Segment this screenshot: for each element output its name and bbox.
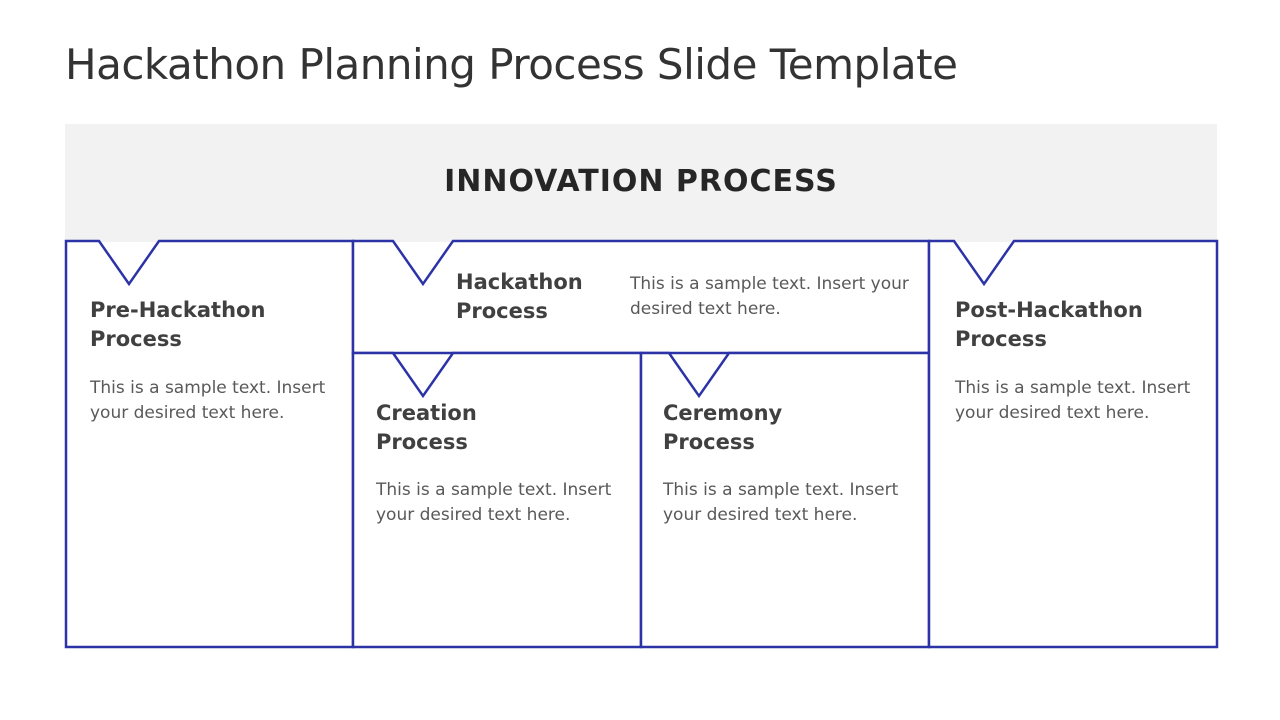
pre-hackathon-box <box>64 239 355 649</box>
post-hackathon-box <box>927 239 1219 649</box>
ceremony-process-text: This is a sample text. Insert your desir… <box>663 480 899 525</box>
post-hackathon-label: Post-Hackathon Process <box>955 298 1143 351</box>
pre-hackathon-text: This is a sample text. Insert your desir… <box>90 378 326 423</box>
hackathon-process-text: This is a sample text. Insert your desir… <box>630 274 909 319</box>
hackathon-process-box <box>351 239 931 355</box>
banner-title: INNOVATION PROCESS <box>444 164 838 199</box>
post-hackathon-text: This is a sample text. Insert your desir… <box>955 378 1191 423</box>
slide-title: Hackathon Planning Process Slide Templat… <box>65 40 958 89</box>
creation-process-text: This is a sample text. Insert your desir… <box>376 480 612 525</box>
pre-hackathon-label: Pre-Hackathon Process <box>90 298 266 351</box>
hackathon-process-label: Hackathon Process <box>456 270 583 323</box>
innovation-banner <box>65 124 1217 242</box>
creation-process-label: Creation Process <box>376 401 477 454</box>
ceremony-process-label: Ceremony Process <box>663 401 783 454</box>
creation-process-box <box>351 351 643 649</box>
ceremony-process-box <box>639 351 931 649</box>
